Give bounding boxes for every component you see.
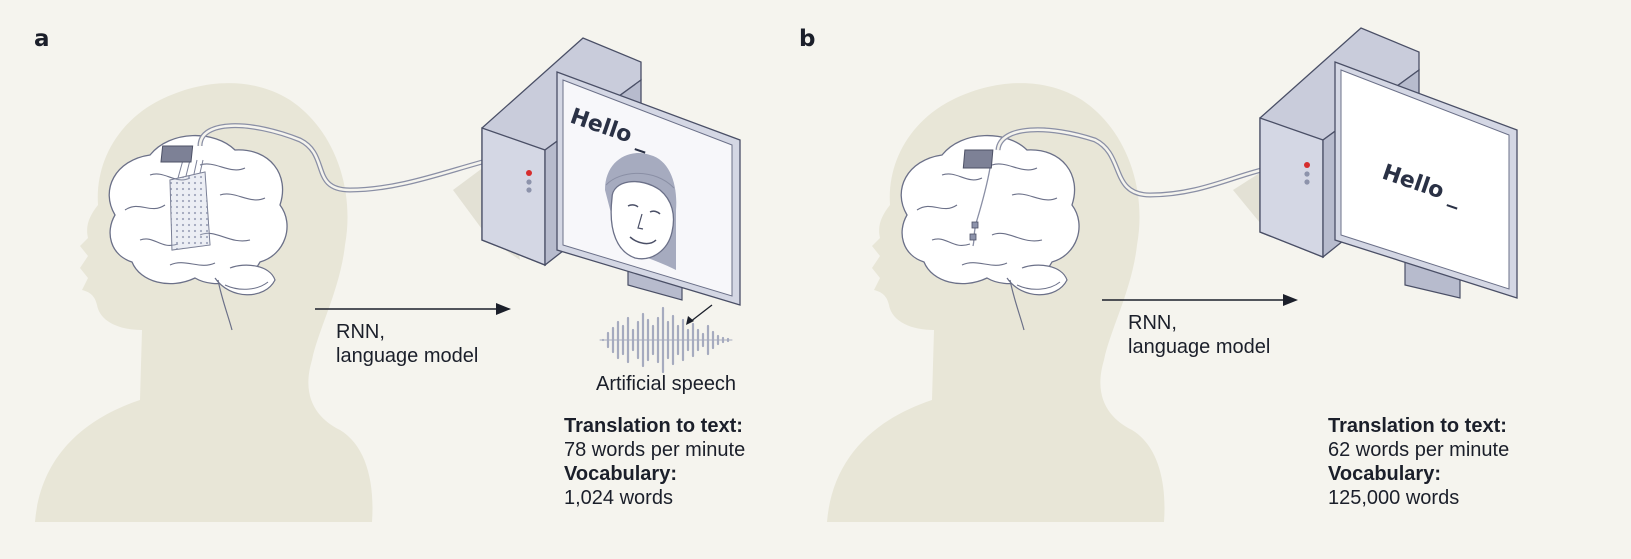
stats-block: Translation to text: 62 words per minute… — [1328, 414, 1509, 510]
panel-letter-a: a — [34, 26, 50, 52]
method-label: RNN, language model — [336, 321, 479, 367]
panel-b-illustration — [827, 27, 1518, 522]
vocabulary-heading: Vocabulary: — [1328, 463, 1441, 485]
translation-value: 62 words per minute — [1328, 439, 1510, 461]
method-label: RNN, language model — [1128, 312, 1271, 358]
translation-heading: Translation to text: — [1328, 415, 1507, 437]
vocabulary-value: 125,000 words — [1328, 487, 1460, 509]
avatar-face — [605, 153, 677, 270]
vocabulary-heading: Vocabulary: — [564, 463, 677, 485]
electrode-implants — [962, 149, 994, 247]
speech-waveform — [599, 306, 733, 374]
panel-a: a — [0, 0, 815, 559]
brain — [900, 134, 1080, 331]
electrode-array — [160, 145, 211, 251]
panel-a-illustration — [35, 37, 741, 522]
translation-value: 78 words per minute — [564, 439, 746, 461]
panel-letter-b: b — [799, 26, 816, 52]
vocabulary-value: 1,024 words — [564, 487, 673, 509]
translation-heading: Translation to text: — [564, 415, 743, 437]
stats-block: Translation to text: 78 words per minute… — [564, 414, 745, 510]
monitor — [1334, 61, 1518, 299]
panel-b: b — [799, 0, 1631, 559]
artificial-speech-label: Artificial speech — [596, 373, 737, 395]
